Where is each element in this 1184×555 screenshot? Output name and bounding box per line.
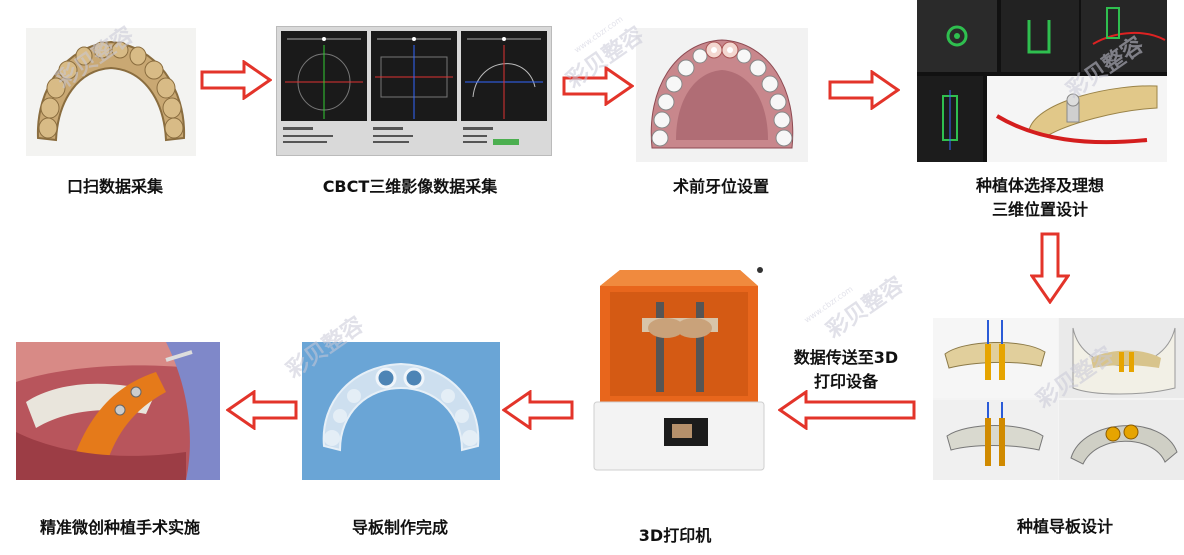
caption-3d-printer: 3D打印机 (638, 526, 712, 545)
flow-arrow-right (828, 70, 900, 110)
finished-guide-image (302, 342, 500, 480)
surgical-guide-design-image (933, 318, 1184, 480)
caption-guide-design: 种植导板设计 (1016, 517, 1113, 536)
caption-surgery: 精准微创种植手术实施 (39, 518, 200, 537)
flow-arrow-right (200, 60, 272, 100)
cbct-software-image (276, 26, 552, 156)
3d-printer-image (580, 262, 770, 480)
intraoral-scan-image (26, 28, 196, 156)
implant-planning-image (917, 0, 1167, 162)
surgery-photo (16, 342, 220, 480)
caption-cbct: CBCT三维影像数据采集 (322, 177, 498, 196)
data-transfer-label: 数据传送至3D 打印设备 (793, 348, 899, 391)
caption-intraoral-scan: 口扫数据采集 (66, 177, 163, 196)
flow-arrow-left (226, 390, 298, 430)
flow-arrow-left (778, 390, 916, 430)
caption-implant-design: 种植体选择及理想 三维位置设计 (975, 176, 1104, 219)
flow-arrow-left (502, 390, 574, 430)
flow-arrow-right (562, 66, 634, 106)
tooth-setup-image (636, 28, 808, 162)
flow-arrow-down (1030, 232, 1070, 304)
caption-guide-finished: 导板制作完成 (351, 518, 448, 537)
watermark-url: www.cbzr.com (802, 284, 855, 325)
watermark-url: www.cbzr.com (572, 14, 625, 55)
caption-tooth-setup: 术前牙位设置 (672, 177, 769, 196)
